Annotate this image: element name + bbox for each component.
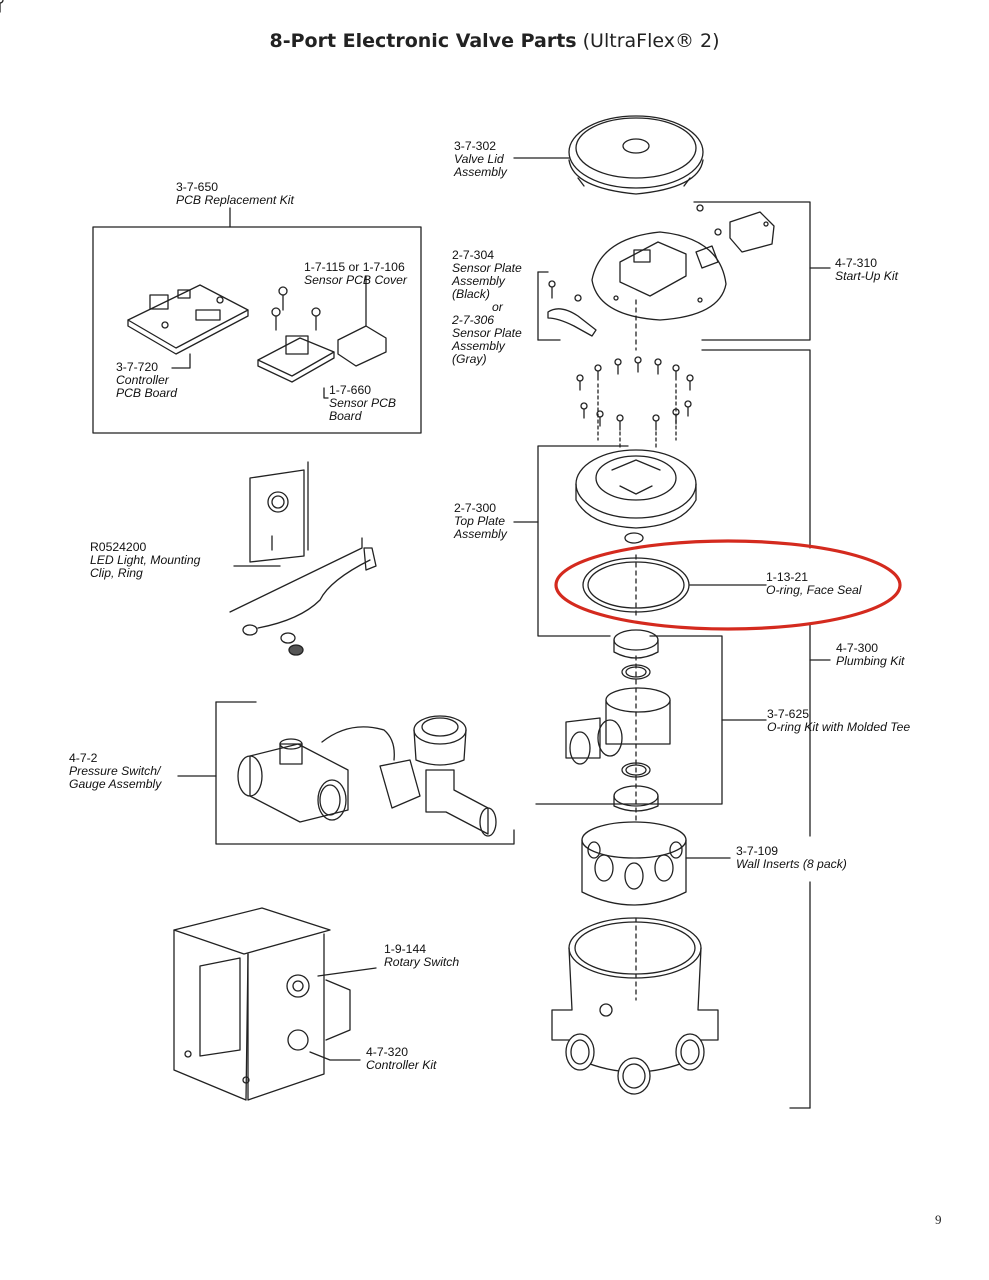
label-plumbing-kit: 4-7-300 Plumbing Kit — [836, 641, 905, 668]
valve-lid-drawing — [513, 115, 704, 195]
label-top-plate: 2-7-300 Top Plate Assembly — [454, 501, 507, 541]
label-sensor-pcb-board: 1-7-660 Sensor PCB Board — [329, 383, 397, 423]
top-plate-drawing — [575, 449, 697, 544]
led-light-drawing — [229, 461, 377, 656]
valve-body-drawing — [551, 917, 719, 1095]
title-sub: (UltraFlex® 2) — [582, 30, 720, 52]
label-oring-kit: 3-7-625 O-ring Kit with Molded Tee — [767, 707, 911, 734]
sensor-plate-drawing — [537, 204, 775, 351]
label-face-seal: 1-13-21 O-ring, Face Seal — [766, 570, 862, 597]
controller-box-drawing — [173, 907, 377, 1101]
label-controller-pcb: 3-7-720 Controller PCB Board — [116, 360, 177, 400]
sensor-pcb-drawing — [257, 275, 387, 399]
label-rotary-switch: 1-9-144 Rotary Switch — [384, 942, 460, 969]
label-led-light: R0524200 LED Light, Mounting Clip, Ring — [90, 540, 201, 580]
label-controller-kit: 4-7-320 Controller Kit — [366, 1045, 437, 1072]
label-pressure-switch: 4-7-2 Pressure Switch/ Gauge Assembly — [69, 751, 162, 791]
label-sensor-plate: 2-7-304 Sensor Plate Assembly (Black) or… — [452, 248, 522, 366]
page-title: 8-Port Electronic Valve Parts (UltraFlex… — [0, 30, 989, 52]
label-wall-inserts: 3-7-109 Wall Inserts (8 pack) — [736, 844, 847, 871]
label-sensor-pcb-cover: 1-7-115 or 1-7-106 Sensor PCB Cover — [304, 260, 407, 287]
pressure-switch-drawing — [237, 715, 497, 837]
screws-drawing — [0, 0, 694, 451]
label-valve-lid: 3-7-302 Valve Lid Assembly — [454, 139, 507, 179]
title-main: 8-Port Electronic Valve Parts — [269, 30, 577, 52]
pcb-kit-box — [92, 226, 422, 434]
label-pcb-replacement: 3-7-650 PCB Replacement Kit — [176, 180, 294, 207]
plumbing-rings-drawing — [565, 629, 671, 841]
wall-inserts-drawing — [581, 821, 687, 906]
face-seal-drawing — [582, 554, 767, 617]
label-start-up-kit: 4-7-310 Start-Up Kit — [835, 256, 898, 283]
highlight-ellipse — [554, 539, 902, 631]
controller-pcb-drawing — [127, 284, 249, 369]
page-number: 9 — [935, 1212, 942, 1227]
